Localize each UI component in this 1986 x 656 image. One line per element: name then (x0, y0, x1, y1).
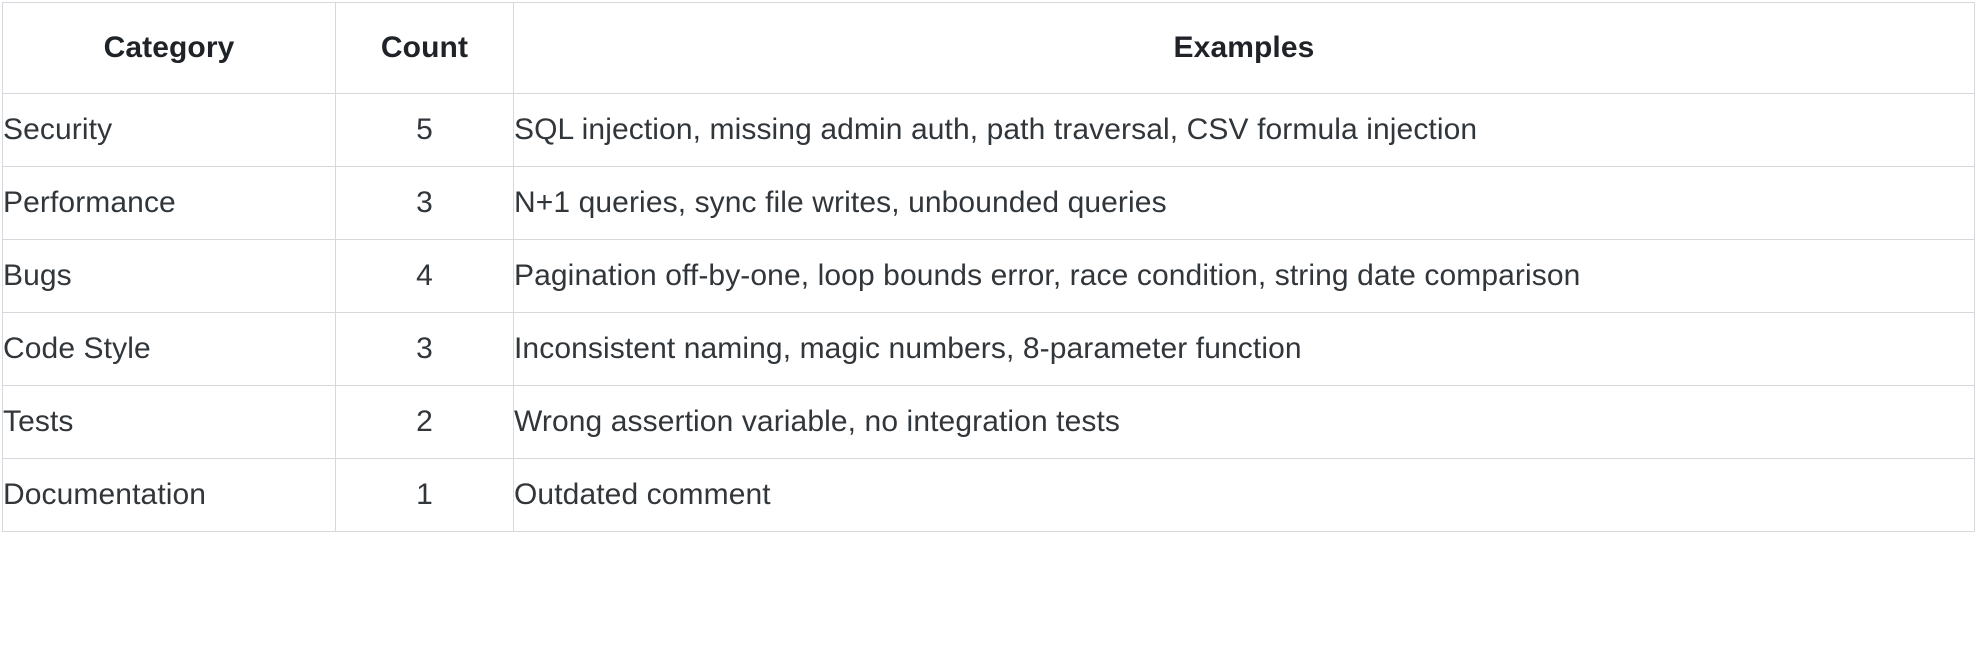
table-header-row: Category Count Examples (2, 2, 1975, 94)
cell-category: Code Style (2, 312, 336, 386)
cell-count: 1 (335, 458, 514, 532)
table-row: Documentation 1 Outdated comment (2, 458, 1975, 532)
cell-category: Documentation (2, 458, 336, 532)
column-header-examples: Examples (513, 2, 1975, 94)
cell-examples: Wrong assertion variable, no integration… (513, 385, 1975, 459)
cell-examples: Outdated comment (513, 458, 1975, 532)
cell-category: Bugs (2, 239, 336, 313)
table-row: Bugs 4 Pagination off-by-one, loop bound… (2, 239, 1975, 313)
cell-examples: Inconsistent naming, magic numbers, 8-pa… (513, 312, 1975, 386)
cell-count: 2 (335, 385, 514, 459)
issues-summary-table: Category Count Examples Security 5 SQL i… (2, 2, 1975, 532)
column-header-category: Category (2, 2, 336, 94)
table-row: Code Style 3 Inconsistent naming, magic … (2, 312, 1975, 386)
table-header: Category Count Examples (2, 2, 1975, 94)
table-row: Security 5 SQL injection, missing admin … (2, 93, 1975, 167)
cell-category: Tests (2, 385, 336, 459)
table-row: Tests 2 Wrong assertion variable, no int… (2, 385, 1975, 459)
cell-examples: Pagination off-by-one, loop bounds error… (513, 239, 1975, 313)
cell-count: 3 (335, 312, 514, 386)
cell-category: Security (2, 93, 336, 167)
cell-count: 5 (335, 93, 514, 167)
cell-count: 4 (335, 239, 514, 313)
cell-examples: SQL injection, missing admin auth, path … (513, 93, 1975, 167)
cell-examples: N+1 queries, sync file writes, unbounded… (513, 166, 1975, 240)
table-body: Security 5 SQL injection, missing admin … (2, 93, 1975, 532)
cell-count: 3 (335, 166, 514, 240)
issues-table-container: Category Count Examples Security 5 SQL i… (2, 2, 1975, 532)
cell-category: Performance (2, 166, 336, 240)
column-header-count: Count (335, 2, 514, 94)
table-row: Performance 3 N+1 queries, sync file wri… (2, 166, 1975, 240)
